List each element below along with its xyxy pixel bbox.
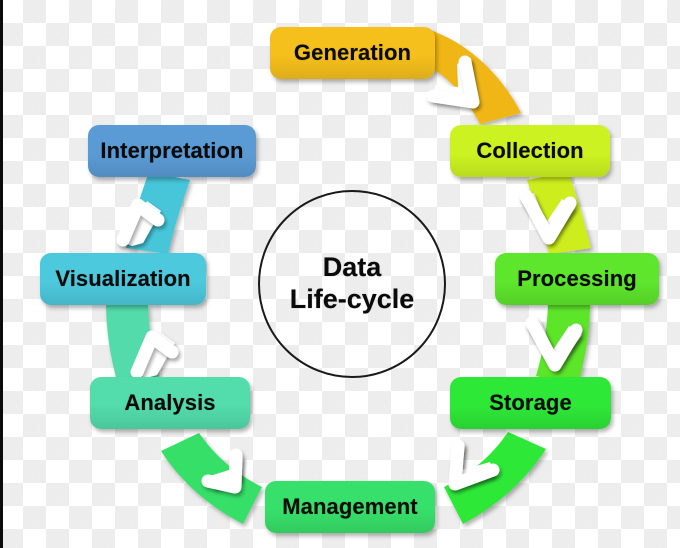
center-title-line-2: Life-cycle (289, 284, 415, 314)
center-title-line-1: Data (322, 252, 382, 283)
stage-visualization-label: Visualization (55, 266, 191, 291)
stage-storage[interactable]: Storage (450, 377, 611, 429)
center-circle: Data Life-cycle (258, 190, 446, 378)
stage-analysis-label: Analysis (124, 390, 216, 415)
stage-processing[interactable]: Processing (495, 253, 659, 305)
chevron-stem-generation-to-collection (426, 55, 480, 109)
left-edge-border (0, 0, 3, 548)
chevron-stem-storage-to-management (448, 439, 500, 491)
stage-interpretation[interactable]: Interpretation (88, 125, 256, 177)
stage-generation[interactable]: Generation (270, 27, 435, 79)
stage-management[interactable]: Management (265, 481, 435, 533)
stage-generation-label: Generation (293, 40, 412, 65)
chevron-stem-processing-to-storage (525, 316, 583, 372)
stage-processing-label: Processing (517, 266, 637, 291)
chevron-stem-collection-to-processing (519, 189, 577, 245)
stage-visualization[interactable]: Visualization (40, 253, 206, 305)
stage-collection[interactable]: Collection (450, 125, 610, 177)
chevron-stem-visualization-to-interpretation (116, 198, 165, 247)
connector-storage-to-management-band (444, 432, 546, 524)
chevron-stem-analysis-to-visualization (130, 330, 179, 379)
stage-analysis[interactable]: Analysis (90, 377, 250, 429)
stage-storage-label: Storage (489, 390, 572, 415)
stage-management-label: Management (282, 494, 418, 519)
chevron-stem-management-to-analysis (201, 448, 243, 494)
stage-interpretation-label: Interpretation (100, 138, 244, 163)
stage-collection-label: Collection (476, 138, 584, 163)
